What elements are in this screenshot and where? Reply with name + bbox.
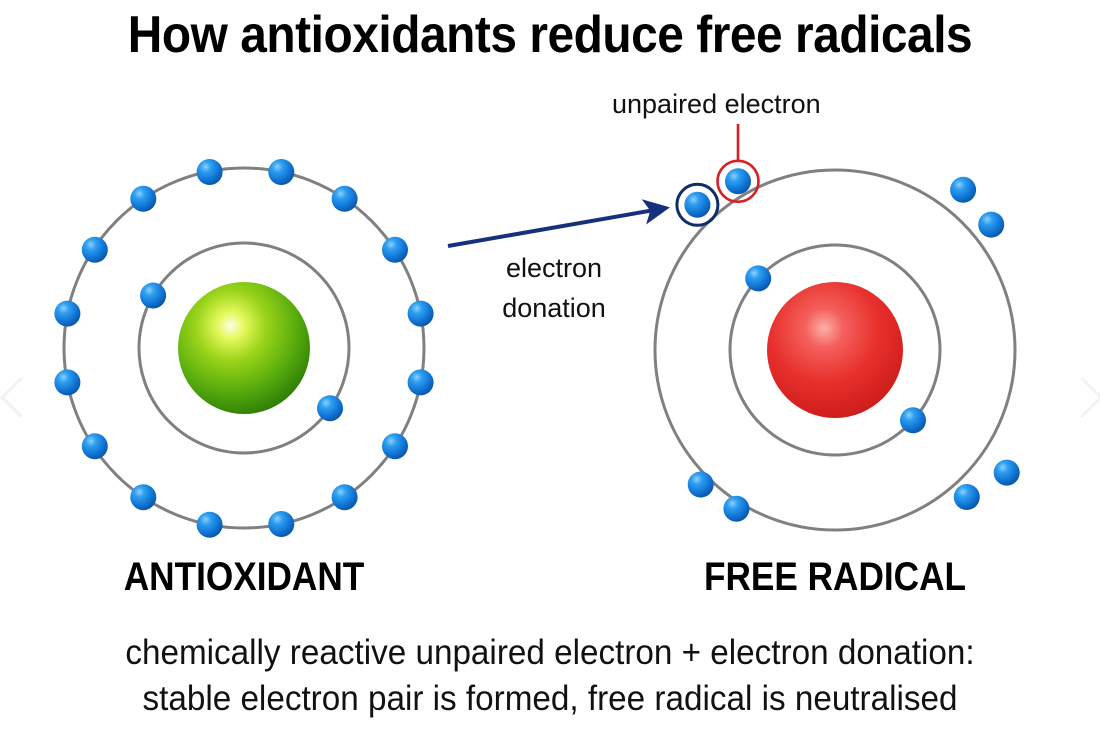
antioxidant-outer-orbit — [62, 166, 426, 530]
electron — [268, 159, 295, 185]
summary-caption: chemically reactive unpaired electron + … — [28, 630, 1073, 722]
free-radical-outer-electrons — [684, 168, 1020, 522]
electron — [331, 185, 358, 212]
page-title: How antioxidants reduce free radicals — [127, 6, 973, 64]
antioxidant-atom — [54, 159, 434, 538]
free-radical-outer-orbit — [653, 168, 1017, 532]
electron — [81, 433, 108, 460]
electron-donation-label-line2: donation — [502, 293, 606, 323]
electron — [196, 159, 223, 185]
antioxidant-caption: ANTIOXIDANT — [123, 555, 365, 599]
electron — [81, 236, 108, 263]
electron — [331, 484, 358, 511]
antioxidant-inner-orbit — [137, 241, 351, 455]
antioxidant-nucleus — [178, 282, 310, 414]
electron — [993, 459, 1020, 486]
electron — [407, 369, 434, 396]
electron-donated — [684, 191, 711, 218]
summary-caption-line2: stable electron pair is formed, free rad… — [142, 679, 958, 718]
summary-caption-line1: chemically reactive unpaired electron + … — [125, 633, 975, 672]
electron — [196, 511, 223, 538]
free-radical-inner-electrons — [745, 265, 926, 434]
electron-unpaired — [725, 168, 751, 195]
free-radical-nucleus — [767, 282, 903, 418]
electron — [140, 282, 167, 309]
electron-donation-arrow — [447, 199, 670, 248]
electron-donation-label: electron donation — [478, 248, 630, 328]
antioxidant-inner-electrons — [140, 282, 343, 422]
electron — [382, 433, 408, 460]
electron — [54, 369, 81, 396]
electron — [54, 300, 81, 327]
electron — [950, 176, 977, 203]
donated-electron-highlight-ring — [675, 182, 720, 227]
electron — [953, 484, 980, 510]
electron — [687, 471, 714, 498]
electron — [268, 511, 295, 537]
antioxidant-outer-electrons — [54, 159, 434, 538]
electron — [407, 300, 434, 327]
free-radical-caption: FREE RADICAL — [703, 555, 967, 599]
electron — [745, 265, 772, 292]
free-radical-inner-orbit — [728, 243, 942, 457]
unpaired-electron-label: unpaired electron — [612, 89, 821, 119]
electron — [130, 185, 157, 212]
electron — [130, 484, 157, 511]
electron — [317, 395, 343, 422]
electron — [723, 495, 750, 522]
free-radical-atom — [653, 159, 1020, 532]
electron — [382, 236, 408, 263]
electron — [978, 211, 1005, 238]
electron-donation-label-line1: electron — [505, 253, 603, 283]
electron — [900, 407, 926, 434]
